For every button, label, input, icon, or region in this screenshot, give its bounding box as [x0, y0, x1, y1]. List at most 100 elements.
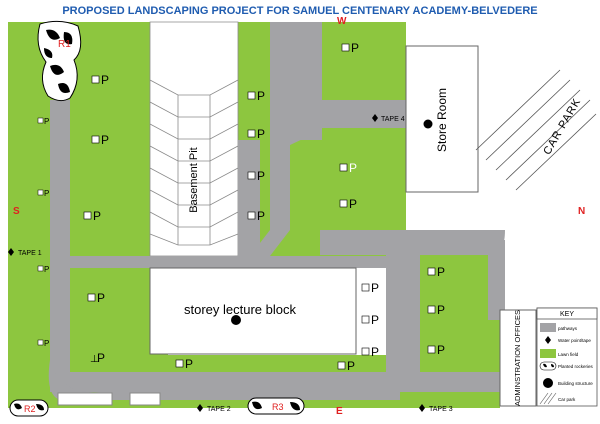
- path-middle-horizontal: [70, 256, 400, 268]
- plant-21: P: [175, 357, 193, 371]
- plant-12: P: [247, 127, 265, 141]
- key-item-water: Water point/tape: [558, 338, 591, 343]
- water-tape-icon: [419, 404, 425, 412]
- tape-3: TAPE 3: [419, 404, 453, 413]
- plant-24: P: [427, 343, 445, 357]
- path-center-spine: [272, 22, 322, 140]
- path-east-edge: [488, 240, 505, 320]
- lecture-block-marker: [231, 315, 241, 325]
- water-tape-icon: [372, 114, 378, 122]
- basement-pit: [149, 21, 239, 257]
- svg-text:TAPE 1: TAPE 1: [18, 250, 42, 257]
- lecture-block: [149, 267, 357, 355]
- map-key: KEY pathways Water point/tape Lawn field…: [536, 307, 598, 407]
- key-pathway-swatch: [540, 323, 556, 332]
- compass-south: S: [13, 206, 20, 217]
- svg-text:P: P: [97, 291, 105, 305]
- compass-north: N: [578, 206, 585, 217]
- key-item-rockeries: Planted rockeries: [558, 364, 594, 369]
- key-water-tape-icon: [545, 336, 551, 344]
- path-lecture-link: [238, 140, 260, 256]
- water-tape-icon: [8, 248, 14, 256]
- svg-text:P: P: [101, 73, 109, 87]
- plant-6: P: [37, 117, 49, 126]
- svg-text:P: P: [44, 339, 49, 348]
- svg-text:TAPE 4: TAPE 4: [381, 116, 405, 123]
- svg-text:P: P: [185, 357, 193, 371]
- rockery-r3: R3: [247, 397, 305, 415]
- path-south-loop: [50, 372, 400, 392]
- plant-13: P: [247, 169, 265, 183]
- key-item-building: Building structure: [558, 381, 593, 386]
- plant-16: P: [339, 197, 357, 211]
- svg-text:P: P: [257, 209, 265, 223]
- store-room-label: Store Room: [435, 88, 449, 152]
- rockery-r2-label: R2: [24, 404, 36, 414]
- admin-offices-label: ADMINSTRATION OFFICES: [513, 310, 522, 406]
- svg-text:TAPE 2: TAPE 2: [207, 406, 231, 413]
- rockery-r3-label: R3: [272, 402, 284, 412]
- plants: P P P P ⊥P P P P P P P P P P P P P P P P…: [37, 41, 445, 373]
- path-south-east: [400, 372, 500, 392]
- svg-text:P: P: [437, 265, 445, 279]
- svg-text:P: P: [101, 133, 109, 147]
- plant-9: P: [37, 339, 49, 348]
- key-lawn-swatch: [540, 349, 556, 358]
- water-tape-icon: [197, 404, 203, 412]
- svg-text:TAPE 3: TAPE 3: [429, 406, 453, 413]
- svg-text:P: P: [371, 281, 379, 295]
- tape-1: TAPE 1: [8, 248, 42, 257]
- pathways: [48, 22, 505, 400]
- tape-2: TAPE 2: [197, 404, 231, 413]
- key-item-lawn: Lawn field: [558, 352, 579, 357]
- svg-text:P: P: [44, 189, 49, 198]
- svg-text:⊥: ⊥: [90, 354, 99, 365]
- rockery-r1: R1: [37, 20, 82, 102]
- key-item-car-park: Car park: [558, 397, 576, 402]
- rockery-r1-label: R1: [58, 39, 71, 50]
- plant-15: P: [339, 161, 357, 175]
- basement-pit-label: Basement Pit: [188, 147, 200, 212]
- compass-east: E: [336, 406, 343, 417]
- plant-11: P: [247, 89, 265, 103]
- slab-2: [129, 392, 161, 406]
- plant-10: P: [341, 41, 359, 55]
- plant-3: P: [83, 209, 101, 223]
- plant-23: P: [427, 303, 445, 317]
- svg-text:P: P: [371, 345, 379, 359]
- svg-text:P: P: [437, 303, 445, 317]
- path-east-top: [320, 230, 505, 255]
- plant-7: P: [37, 189, 49, 198]
- path-east-branch: [322, 100, 406, 128]
- svg-text:P: P: [347, 359, 355, 373]
- key-title: KEY: [560, 311, 574, 318]
- svg-text:P: P: [97, 351, 105, 365]
- rockery-r2: R2: [9, 399, 49, 417]
- plant-1: P: [91, 73, 109, 87]
- key-car-park-icon: [539, 392, 557, 405]
- svg-text:P: P: [257, 169, 265, 183]
- plan-title: PROPOSED LANDSCAPING PROJECT FOR SAMUEL …: [62, 5, 537, 17]
- lecture-block-label: storey lecture block: [184, 302, 296, 317]
- plant-18: P: [361, 313, 379, 327]
- svg-text:P: P: [44, 265, 49, 274]
- svg-text:P: P: [351, 41, 359, 55]
- plant-17: P: [361, 281, 379, 295]
- store-room-marker: [423, 119, 433, 129]
- car-park-label: CAR PARK: [541, 96, 583, 157]
- plant-20: P: [337, 359, 355, 373]
- car-park-lines: [475, 69, 597, 191]
- path-east-vertical: [386, 240, 420, 392]
- store-room: [405, 45, 479, 193]
- key-building-icon: [543, 378, 553, 388]
- svg-text:P: P: [44, 117, 49, 126]
- compass-west: W: [337, 16, 347, 27]
- plant-5: ⊥P: [90, 351, 105, 365]
- plant-2: P: [91, 133, 109, 147]
- svg-text:P: P: [257, 89, 265, 103]
- plant-22: P: [427, 265, 445, 279]
- admin-offices: [499, 309, 537, 407]
- svg-text:P: P: [257, 127, 265, 141]
- svg-text:P: P: [93, 209, 101, 223]
